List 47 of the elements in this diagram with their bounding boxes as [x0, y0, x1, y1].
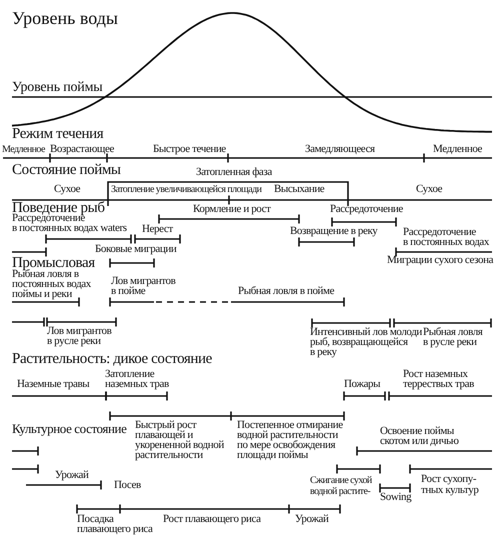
phase-label: Затопление наземных трав — [105, 369, 169, 389]
phase-label: Быстрый рост плавающей и укорененной водной растительности — [135, 420, 224, 460]
phase-label: Урожай — [55, 470, 89, 480]
section-heading: Состояние поймы — [12, 162, 121, 179]
phase-label: Рост наземных террествых трав — [403, 369, 474, 389]
phase-label: Рассредоточение в постоянных водах — [403, 227, 489, 247]
phase-label: Сжигание сухой водной растите- — [310, 475, 372, 497]
phase-label: Лов мигрантов в русле реки — [47, 326, 112, 346]
phase-label: Сухое — [416, 184, 442, 194]
phase-label: Рыбная ловля в русле реки — [423, 327, 482, 347]
phase-label: Нерест — [142, 224, 173, 234]
phase-label: Лов мигрантов в пойме — [111, 276, 176, 296]
phase-label: Посев — [114, 480, 141, 490]
phase-label: Посадка плавающего риса — [77, 514, 153, 534]
section-heading: Растительность: дикое состояние — [12, 351, 212, 368]
phase-label: Освоение поймы скотом или дичью — [380, 426, 459, 446]
phase-label: Затопление увеличивающейся площади — [111, 185, 262, 195]
phase-label: Пожары — [344, 379, 380, 389]
phase-label: Сухое — [54, 184, 80, 194]
section-heading: Уровень воды — [12, 8, 118, 29]
phase-label: Рассредоточение — [330, 204, 403, 214]
phase-label: Высыхание — [274, 184, 324, 194]
section-heading: Режим течения — [12, 126, 104, 143]
phase-label: Рыбная ловля в постоянных водах поймы и реки — [12, 269, 91, 299]
phase-label: Возрастающее — [50, 144, 114, 154]
phase-label: Возвращение в реку — [290, 226, 378, 236]
phase-label: Затопленная фаза — [196, 167, 272, 177]
phase-label: Кормление и рост — [193, 204, 271, 214]
line-label: Уровень поймы — [12, 80, 102, 95]
phase-label: Рассредоточение в постоянных водах waters — [12, 213, 127, 233]
section-heading: Промысловая — [12, 255, 95, 271]
phase-label: Наземные травы — [17, 379, 90, 389]
phase-label: Быстрое течение — [153, 144, 226, 154]
section-heading: Культурное состояние — [12, 421, 126, 436]
phase-label: Рыбная ловля в пойме — [238, 286, 334, 296]
phase-label: Постепенное отмирание водной растительности по мере освобождения площади поймы — [237, 420, 343, 460]
phase-label: Урожай — [295, 514, 329, 524]
phase-label: Боковые миграции — [95, 244, 176, 254]
phase-label: Sowing — [380, 492, 412, 502]
phase-label: Интенсивный лов молоди рыб, возвращающейся в реку — [310, 327, 422, 357]
phase-label: Миграции сухого сезона — [387, 255, 494, 265]
phase-label: Медленное — [2, 145, 45, 155]
phase-label: Замедляющееся — [305, 144, 375, 154]
section-heading: Поведение рыб — [12, 200, 105, 216]
phase-label: Рост плавающего риса — [163, 514, 261, 524]
phase-label: Медленное — [433, 144, 482, 154]
phase-label: Рост сухопу- тных культур — [421, 474, 478, 496]
